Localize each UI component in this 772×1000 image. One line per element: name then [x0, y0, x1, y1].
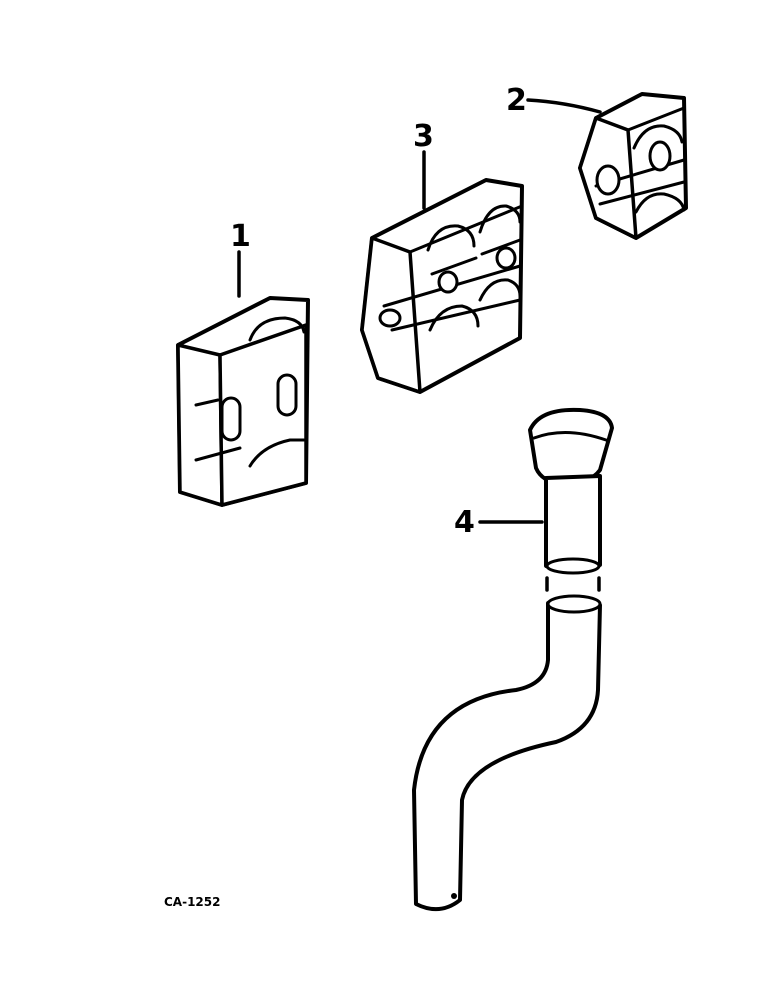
- part-3-bracket: [360, 178, 524, 394]
- bore-rear: [648, 140, 672, 172]
- figure-id: CA-1252: [164, 895, 220, 909]
- callout-3: 3: [413, 119, 434, 210]
- bore-center: [437, 270, 459, 294]
- svg-text:1: 1: [230, 219, 251, 254]
- upper-shank: [544, 474, 602, 573]
- part-4-tooth: [412, 407, 614, 912]
- bore-front: [595, 164, 621, 196]
- callout-4: 4: [454, 505, 544, 540]
- part-2-bracket: [578, 92, 688, 240]
- bore-left: [378, 308, 402, 328]
- callout-1: 1: [230, 219, 251, 298]
- callout-2: 2: [506, 83, 602, 118]
- lower-shank: [412, 596, 602, 912]
- slot-hole-left: [220, 396, 242, 442]
- svg-text:4: 4: [454, 505, 475, 540]
- svg-text:3: 3: [413, 119, 434, 154]
- svg-text:2: 2: [506, 83, 527, 118]
- part-1-bracket: [176, 296, 310, 507]
- end-mark: [451, 893, 457, 899]
- bore-right: [495, 246, 517, 270]
- slot-hole-right: [276, 373, 298, 417]
- tooth-tip: [528, 407, 614, 486]
